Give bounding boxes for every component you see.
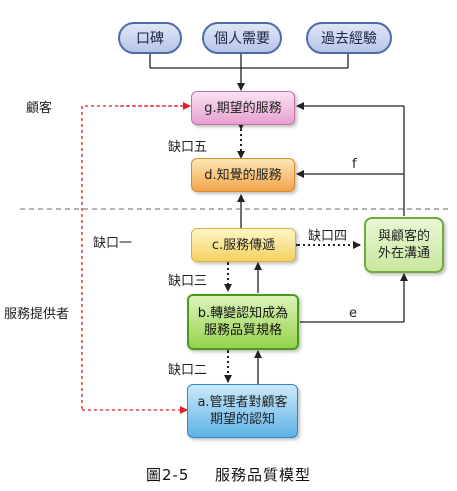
- gap5-label: 缺口五: [168, 140, 208, 155]
- box-external-communication-label: 與顧客的 外在溝通: [377, 229, 430, 261]
- gap1-label: 缺口一: [93, 236, 133, 251]
- input-personal-needs-label: 個人需要: [214, 31, 270, 47]
- side-label-provider: 服務提供者: [4, 307, 70, 322]
- input-word-of-mouth: 口碑: [118, 22, 182, 54]
- figure-number: 圖2-5: [145, 466, 190, 484]
- box-expected-service: g.期望的服務: [191, 91, 295, 125]
- input-personal-needs: 個人需要: [202, 22, 282, 54]
- box-perceived-service: d.知覺的服務: [191, 158, 295, 192]
- box-service-quality-specs-label: b.轉變認知成為 服務品質規格: [197, 306, 289, 338]
- box-external-communication: 與顧客的 外在溝通: [364, 217, 444, 273]
- gap3-label: 缺口三: [168, 274, 208, 289]
- box-management-perception: a.管理者對顧客 期望的認知: [187, 384, 298, 438]
- box-service-quality-specs: b.轉變認知成為 服務品質規格: [187, 294, 299, 350]
- input-word-of-mouth-label: 口碑: [136, 31, 164, 47]
- gap2-label: 缺口二: [168, 363, 208, 378]
- edge-label-e: e: [349, 306, 357, 321]
- box-service-delivery: c.服務傳遞: [191, 228, 296, 262]
- box-perceived-service-label: d.知覺的服務: [204, 167, 282, 183]
- box-management-perception-label: a.管理者對顧客 期望的認知: [197, 395, 288, 427]
- edge-label-f: f: [352, 157, 357, 172]
- input-past-experience: 過去經驗: [306, 22, 392, 54]
- side-label-customer: 顧客: [26, 101, 53, 116]
- box-service-delivery-label: c.服務傳遞: [211, 237, 276, 253]
- figure-caption: 圖2-5 服務品質模型: [0, 464, 457, 485]
- figure-title: 服務品質模型: [215, 466, 312, 484]
- gap4-label: 缺口四: [308, 229, 348, 244]
- input-past-experience-label: 過去經驗: [321, 31, 377, 47]
- box-expected-service-label: g.期望的服務: [204, 100, 282, 116]
